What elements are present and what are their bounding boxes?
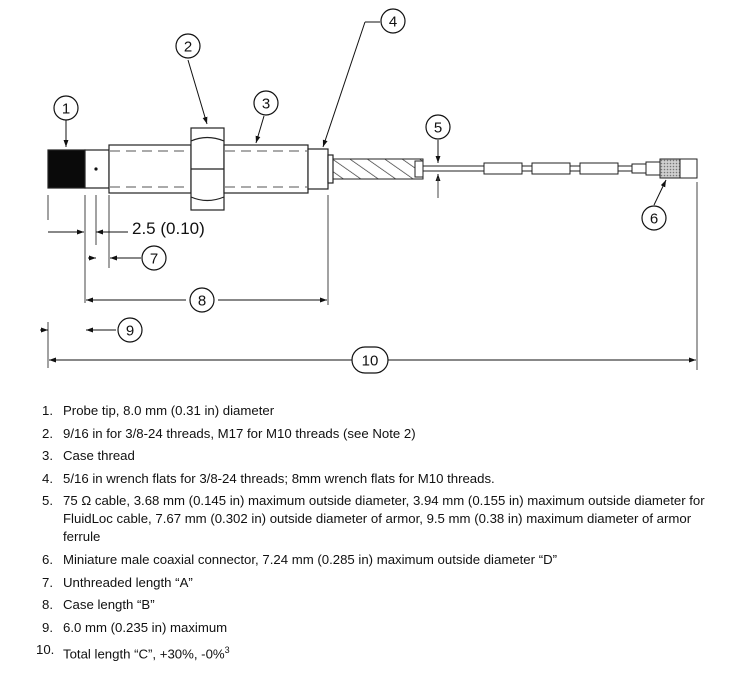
dimension-lines — [40, 229, 696, 363]
leader-lines — [63, 21, 667, 206]
svg-text:4: 4 — [389, 14, 397, 31]
case-thread-right — [223, 144, 309, 194]
callout-10: 10 — [351, 346, 389, 374]
callout-3: 3 — [253, 90, 279, 116]
note-item: 5.75 Ω cable, 3.68 mm (0.145 in) maximum… — [42, 493, 705, 545]
thread-lines — [110, 150, 307, 188]
callout-6: 6 — [641, 205, 667, 231]
note-item: 9.6.0 mm (0.235 in) maximum — [42, 619, 228, 635]
unthreaded-section — [84, 149, 110, 189]
callout-8: 8 — [189, 287, 215, 313]
notes-list: 1.Probe tip, 8.0 mm (0.31 in) diameter 2… — [36, 402, 726, 668]
callout-5: 5 — [425, 114, 451, 140]
dimension-label: 2.5 (0.10) — [132, 219, 205, 238]
svg-text:10: 10 — [362, 353, 379, 370]
note-item: 2.9/16 in for 3/8-24 threads, M17 for M1… — [42, 425, 416, 441]
note-item: 8.Case length “B” — [42, 597, 155, 613]
callout-1: 1 — [53, 95, 79, 121]
armor-ferrule — [327, 154, 334, 184]
note-item: 10.Total length “C”, +30%, -0%3 — [36, 642, 230, 662]
callout-4: 4 — [380, 8, 406, 34]
svg-text:3: 3 — [262, 96, 270, 113]
tip-dot — [94, 167, 98, 171]
wrench-flats — [307, 148, 329, 190]
svg-text:8: 8 — [198, 293, 206, 310]
note-item: 6.Miniature male coaxial connector, 7.24… — [42, 551, 557, 567]
callout-2: 2 — [175, 33, 201, 59]
probe-drawing: 1 2 3 4 5 6 7 8 9 10 2.5 (0.10) — [40, 8, 698, 374]
coaxial-connector — [659, 158, 698, 179]
svg-text:7: 7 — [150, 251, 158, 268]
note-superscript: 3 — [224, 645, 230, 656]
note-item: 3.Case thread — [42, 448, 135, 464]
armored-cable — [332, 158, 424, 180]
svg-text:2: 2 — [184, 39, 192, 56]
note-item: 4.5/16 in wrench flats for 3/8-24 thread… — [42, 470, 495, 486]
cable — [423, 161, 661, 176]
note-item: 7.Unthreaded length “A” — [42, 574, 193, 590]
note-text: Total length “C”, +30%, -0% — [63, 646, 225, 662]
probe-body — [47, 127, 334, 211]
callout-7: 7 — [141, 245, 167, 271]
note-item: 1.Probe tip, 8.0 mm (0.31 in) diameter — [42, 403, 275, 418]
case-thread-left — [108, 144, 192, 194]
svg-text:9: 9 — [126, 323, 134, 340]
probe-tip — [47, 149, 86, 189]
svg-text:5: 5 — [434, 120, 442, 137]
svg-text:1: 1 — [62, 101, 70, 118]
svg-text:6: 6 — [650, 211, 658, 228]
callout-9: 9 — [117, 317, 143, 343]
extension-lines — [47, 178, 698, 370]
